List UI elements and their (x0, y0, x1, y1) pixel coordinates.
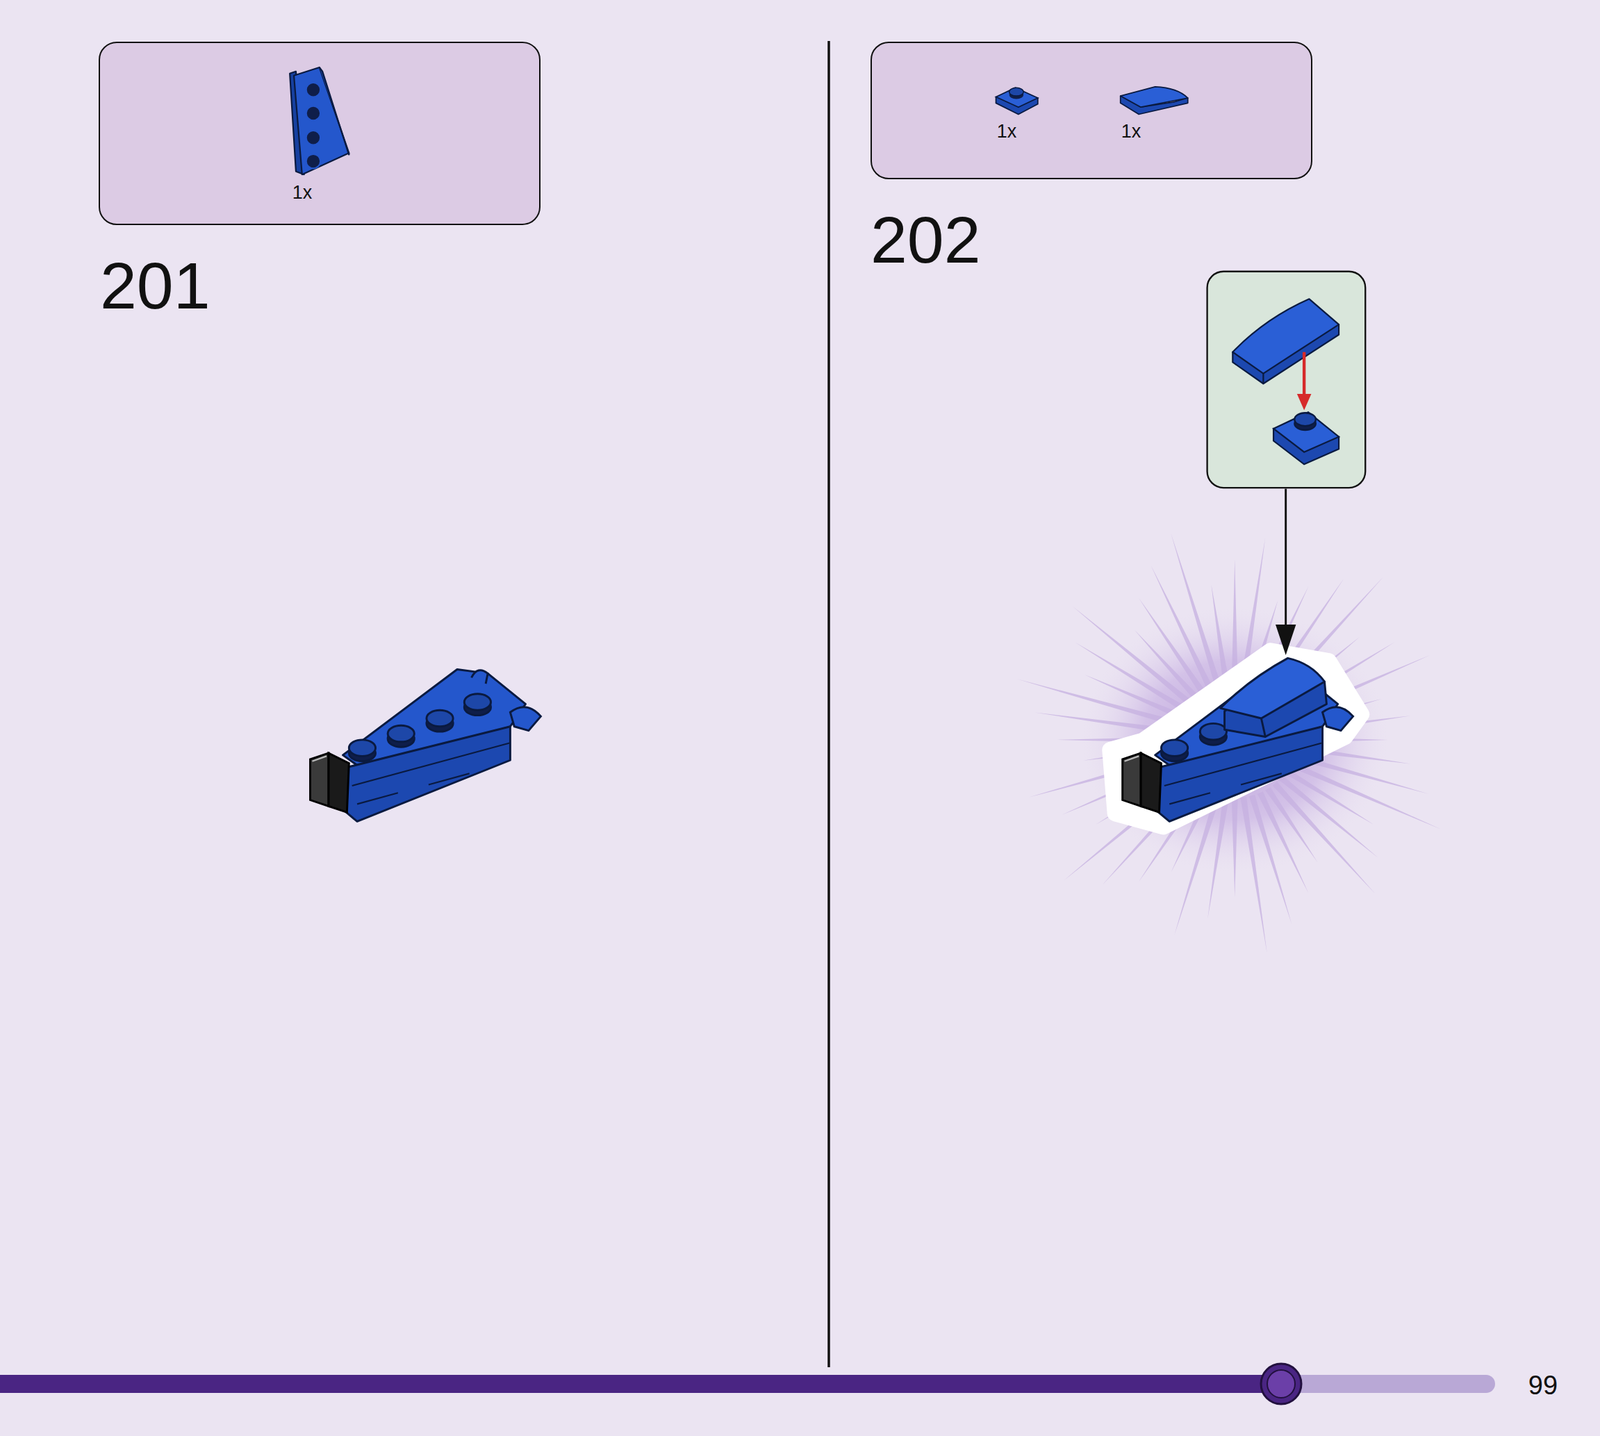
plate-1x1-icon (1009, 91, 1025, 100)
model-201 (310, 669, 542, 822)
step-illustration (310, 271, 1441, 954)
part-count: 1x (1121, 122, 1142, 142)
part-icons (289, 67, 1189, 175)
wedge-plate-icon (306, 82, 321, 98)
progress-bar (0, 1363, 1496, 1405)
parts-callout-box: 1x 1x (870, 41, 1313, 180)
wedge-plate-icon (289, 71, 305, 175)
wedge-plate-icon (306, 130, 321, 146)
placement-arrow (1275, 489, 1296, 656)
placement-arrow (1284, 489, 1287, 638)
burst-spike (1265, 787, 1318, 863)
model-201 (426, 710, 453, 732)
step-number: 202 (870, 207, 981, 274)
subassembly-parts (1232, 298, 1339, 374)
wedge-plate-icon (306, 154, 321, 169)
subassembly-parts (1232, 298, 1339, 465)
subassembly-parts (1302, 352, 1306, 399)
part-count: 1x (996, 122, 1018, 142)
progress-bar (0, 1374, 1282, 1393)
progress-bar (1267, 1370, 1296, 1398)
wedge-plate-icon (289, 67, 349, 175)
model-201 (387, 725, 415, 747)
curved-slope-icon (1120, 95, 1189, 114)
burst-spike (1150, 565, 1212, 689)
page-number: 99 (1528, 1372, 1558, 1399)
model-202 (1199, 723, 1227, 745)
parts-callout-box: 1x (98, 41, 541, 226)
burst-spike (1279, 775, 1379, 858)
subassembly-box (1207, 271, 1366, 488)
burst-spike (1072, 606, 1191, 704)
curved-slope (1220, 657, 1327, 737)
curved-slope (1260, 718, 1266, 737)
plate-1x1-icon (996, 87, 1038, 107)
burst-spike (1240, 796, 1267, 953)
divider-line (827, 40, 831, 1368)
progress-bar (1271, 1374, 1496, 1393)
model-202 (1160, 739, 1188, 762)
progress-bar (1260, 1363, 1302, 1405)
step-number: 201 (100, 252, 211, 319)
curved-slope-icon (1120, 86, 1189, 107)
plate-1x1-icon (996, 97, 1038, 115)
burst-spike (1170, 533, 1220, 686)
burst-spike (1210, 584, 1230, 683)
highlight-burst (1017, 533, 1441, 954)
plate-1x1-icon (996, 87, 1038, 114)
model-201 (310, 669, 542, 822)
highlight-halo (1110, 650, 1362, 827)
part-count: 1x (292, 183, 313, 203)
burst-spike (1231, 797, 1239, 897)
subassembly-parts (1294, 412, 1316, 431)
curved-slope (1220, 657, 1325, 719)
model-201 (464, 694, 491, 716)
placement-arrow (1275, 624, 1296, 656)
subassembly-parts (1297, 393, 1312, 411)
curved-slope-icon (1120, 86, 1189, 115)
subassembly-parts (1262, 373, 1264, 385)
subassembly-parts (1273, 411, 1339, 452)
wedge-plate-icon (293, 67, 349, 175)
plate-1x1-icon (1009, 87, 1025, 96)
burst-spike (1249, 794, 1292, 925)
wedge-plate-icon (306, 106, 321, 121)
model-201 (348, 739, 376, 762)
wedge-plate-icon (319, 67, 350, 155)
burst-spike (1231, 559, 1239, 682)
burst-spike (1272, 781, 1376, 894)
